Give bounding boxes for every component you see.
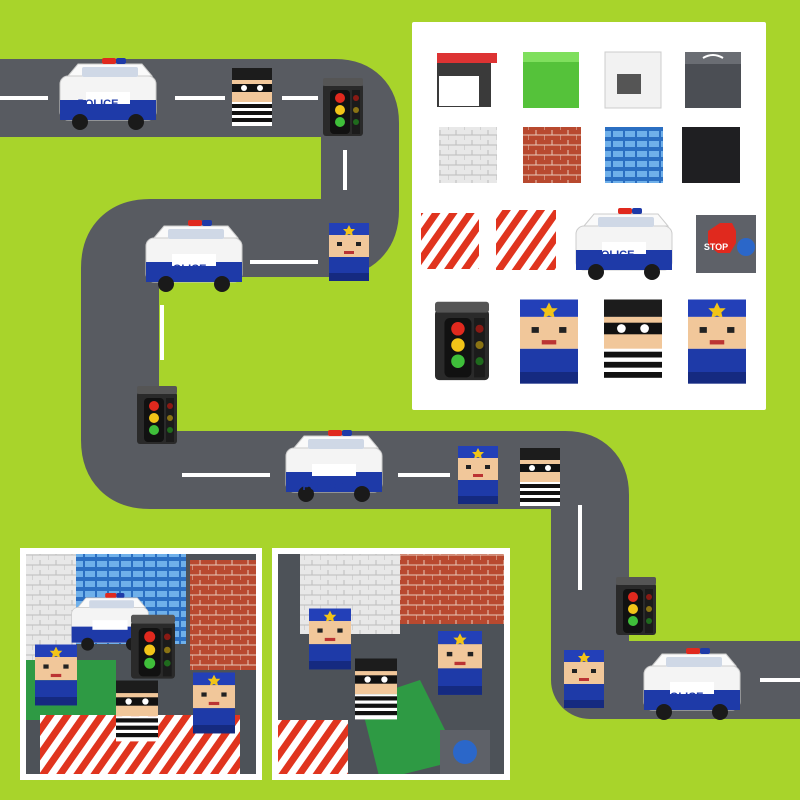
thief-figure-1	[232, 68, 272, 126]
police-car-4	[643, 647, 741, 721]
traffic-light-2	[137, 386, 177, 444]
thief-figure-2	[520, 448, 560, 506]
tile-catalog-panel: POLICE STOP	[412, 22, 766, 410]
tile-thief	[604, 299, 662, 384]
police-officer-figure-2	[458, 446, 498, 504]
police-officer-figure-1	[329, 223, 369, 281]
tile-barrier-large	[496, 210, 556, 270]
playset-photo-1	[20, 548, 262, 780]
tile-window	[604, 51, 662, 109]
tile-police-officer-1	[520, 299, 578, 384]
playset-photo-2	[272, 548, 510, 780]
police-officer-figure-3	[564, 650, 604, 708]
police-car-1-label: POLICE	[78, 98, 119, 110]
tile-barrier-small	[421, 213, 479, 269]
tile-police-officer-2	[688, 299, 746, 384]
tile-police-car-label: POLICE	[594, 249, 635, 261]
police-car-4-label: POLICE	[663, 691, 704, 703]
tile-red-brick	[523, 127, 581, 183]
police-car-1	[59, 57, 157, 131]
traffic-light-1	[323, 78, 363, 136]
tile-police-car	[575, 207, 673, 281]
tile-grass	[523, 52, 579, 108]
tile-stop-sign	[696, 215, 756, 273]
tile-white-brick	[439, 127, 497, 183]
tile-blue-glass	[605, 127, 663, 183]
tile-road	[685, 52, 741, 108]
police-car-2	[145, 219, 243, 293]
police-car-3-label: POLICE	[303, 481, 344, 493]
police-car-2-label: POLICE	[166, 263, 207, 275]
tile-building-gray	[437, 53, 497, 107]
tile-black	[682, 127, 740, 183]
tile-traffic-light	[435, 301, 489, 381]
stop-sign-text: STOP	[704, 242, 728, 252]
traffic-light-3	[616, 577, 656, 635]
